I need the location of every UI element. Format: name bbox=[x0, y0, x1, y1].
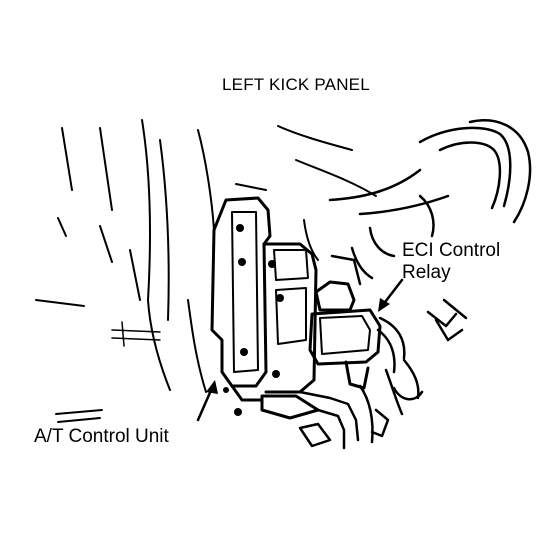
at-control-unit-leader-arrow bbox=[196, 380, 218, 422]
mounting-bolts bbox=[223, 224, 284, 416]
eci-control-relay bbox=[308, 280, 382, 390]
relay-connector-wires bbox=[376, 298, 468, 416]
at-control-unit-label: A/T Control Unit bbox=[34, 426, 169, 447]
wiring-harness bbox=[298, 254, 390, 450]
eci-relay-label-line2: Relay bbox=[402, 262, 451, 283]
at-control-unit bbox=[210, 196, 320, 420]
eci-relay-label-line1: ECI Control bbox=[402, 240, 501, 261]
diagram-title: LEFT KICK PANEL bbox=[222, 75, 370, 94]
steering-column bbox=[328, 119, 532, 280]
eci-relay-leader-arrow bbox=[378, 278, 404, 312]
panel-background-lines bbox=[35, 119, 377, 423]
